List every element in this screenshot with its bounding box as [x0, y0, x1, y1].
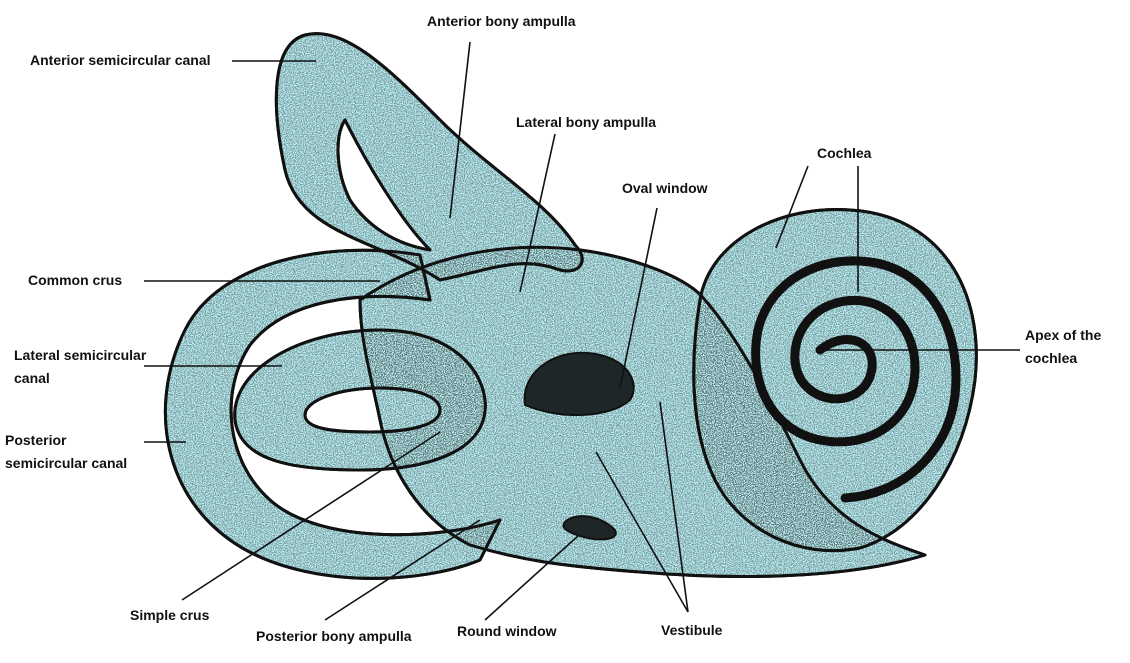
label-round-window: Round window [457, 620, 557, 643]
label-lateral-bony-ampulla: Lateral bony ampulla [516, 111, 656, 134]
label-text-line1: Posterior [5, 432, 67, 448]
leader-posterior-bony-ampulla [324, 519, 481, 621]
anterior-canal-stipple [276, 33, 583, 281]
label-apex-of-cochlea: Apex of the cochlea [1025, 324, 1101, 370]
label-text: Simple crus [130, 607, 210, 623]
posterior-canal-stipple [165, 250, 500, 579]
label-anterior-bony-ampulla: Anterior bony ampulla [427, 10, 576, 33]
label-text-line1: Apex of the [1025, 327, 1102, 343]
label-text: Cochlea [817, 145, 872, 161]
leader-simple-crus [181, 431, 441, 601]
leader-anterior-bony-ampulla [449, 41, 471, 219]
label-cochlea: Cochlea [817, 142, 871, 165]
label-text: Round window [457, 623, 557, 639]
posterior-canal-outline [163, 248, 502, 580]
round-window-shape [562, 515, 617, 541]
label-posterior-semicircular-canal: Posterior semicircular canal [5, 429, 127, 475]
cochlea-spiral-groove [751, 256, 961, 503]
label-text: Anterior semicircular canal [30, 52, 211, 68]
label-text: Posterior bony ampulla [256, 628, 412, 644]
label-text-line2: canal [14, 370, 50, 386]
label-vestibule: Vestibule [661, 619, 722, 642]
label-posterior-bony-ampulla: Posterior bony ampulla [256, 625, 412, 648]
anterior-canal-outline [274, 32, 584, 282]
label-simple-crus: Simple crus [130, 604, 209, 627]
lateral-canal-stipple [234, 330, 486, 470]
leader-oval-window [619, 207, 658, 389]
label-text: Anterior bony ampulla [427, 13, 576, 29]
leader-lateral-bony-ampulla [519, 133, 556, 293]
label-oval-window: Oval window [622, 177, 708, 200]
label-text-line1: Lateral semicircular [14, 347, 147, 363]
label-common-crus: Common crus [28, 269, 122, 292]
leader-vestibule-a [595, 451, 689, 613]
label-text-line2: cochlea [1025, 350, 1078, 366]
oval-window-shape [523, 351, 635, 417]
label-text: Lateral bony ampulla [516, 114, 657, 130]
label-anterior-semicircular-canal: Anterior semicircular canal [30, 49, 211, 72]
label-text-line2: semicircular canal [5, 455, 128, 471]
label-text: Common crus [28, 272, 123, 288]
cochlea-shape-outline [692, 208, 978, 553]
label-text: Oval window [622, 180, 708, 196]
leader-cochlea [775, 165, 809, 249]
body-shape-outline [358, 245, 927, 579]
lateral-canal-outline [233, 328, 487, 472]
leader-round-window [484, 535, 579, 621]
label-lateral-semicircular-canal: Lateral semicircular canal [14, 344, 146, 390]
cochlea-shape-stipple [693, 209, 977, 551]
label-text: Vestibule [661, 622, 723, 638]
leader-lines [144, 41, 1020, 621]
leader-vestibule-b [659, 401, 689, 613]
